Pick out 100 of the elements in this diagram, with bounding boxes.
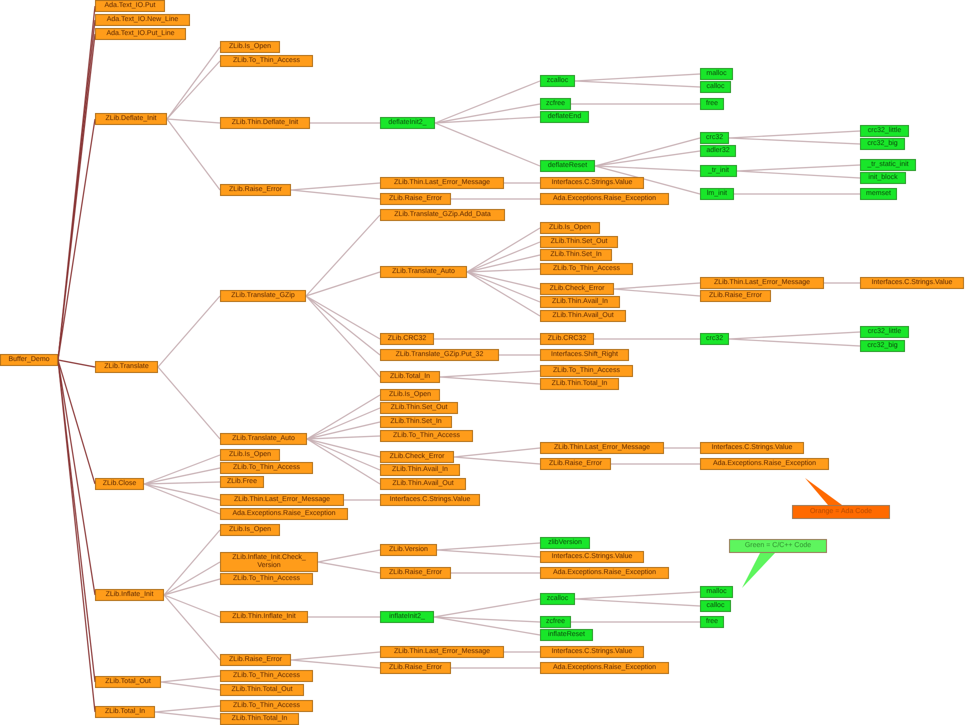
- connector-line: [166, 118, 220, 124]
- connector-line: [306, 394, 380, 440]
- connector-line: [164, 594, 220, 660]
- function-box: [540, 537, 590, 549]
- connector-line: [434, 80, 540, 124]
- function-box: [220, 524, 280, 536]
- function-box: [540, 296, 620, 308]
- function-box: [220, 573, 313, 585]
- connector-line: [144, 454, 220, 485]
- function-box: [220, 476, 264, 488]
- connector-line: [306, 214, 380, 296]
- connector-line: [434, 598, 540, 618]
- function-box: [700, 98, 724, 110]
- function-box: [540, 263, 633, 275]
- connector-line: [154, 711, 220, 720]
- connector-line: [499, 354, 540, 356]
- connector-line: [466, 271, 540, 317]
- connector-line: [160, 675, 220, 683]
- function-box: [540, 333, 594, 345]
- connector-line: [571, 103, 700, 105]
- function-box: [220, 41, 280, 53]
- connector-line: [158, 296, 220, 368]
- function-box: [700, 586, 733, 598]
- connector-line: [504, 182, 540, 184]
- connector-line: [434, 122, 540, 167]
- function-box: [380, 430, 473, 442]
- function-box: [540, 160, 595, 172]
- connector-line: [594, 165, 700, 172]
- connector-line: [306, 296, 380, 378]
- connector-line: [57, 360, 96, 484]
- function-box: [380, 662, 451, 674]
- function-box: [540, 365, 633, 377]
- function-box: [380, 193, 451, 205]
- function-box: [700, 188, 734, 200]
- function-box: [540, 616, 572, 628]
- connector-line: [434, 616, 540, 636]
- function-box: [380, 646, 504, 658]
- function-box: [95, 361, 158, 373]
- connector-line: [574, 598, 700, 607]
- connector-line: [736, 170, 860, 179]
- connector-line: [436, 549, 540, 558]
- connector-line: [451, 198, 540, 200]
- connector-line: [434, 116, 540, 124]
- function-box: [220, 713, 299, 725]
- connector-line: [164, 561, 220, 596]
- function-box: [220, 494, 344, 506]
- function-box: [700, 442, 804, 454]
- connector-line: [574, 80, 700, 88]
- function-box: [95, 0, 165, 12]
- connector-line: [144, 483, 220, 515]
- connector-line: [160, 681, 220, 691]
- function-box: [540, 593, 575, 605]
- function-box: [380, 567, 451, 579]
- connector-line: [306, 438, 380, 485]
- function-box: [540, 458, 611, 470]
- function-box: [380, 544, 437, 556]
- function-box: [540, 222, 600, 234]
- function-box: [860, 159, 916, 171]
- connector-line: [451, 667, 540, 669]
- function-box: [380, 333, 434, 345]
- function-box: [220, 462, 313, 474]
- function-box: [95, 478, 144, 490]
- function-box: [700, 165, 737, 177]
- connector-line: [451, 572, 540, 574]
- function-box: [380, 402, 458, 414]
- function-box: [700, 68, 733, 80]
- connector-line: [158, 366, 220, 440]
- function-box: [540, 75, 575, 87]
- connector-line: [166, 118, 220, 190]
- function-box: [540, 646, 644, 658]
- connector-line: [454, 456, 540, 465]
- function-box: [700, 290, 771, 302]
- function-box: [220, 684, 304, 696]
- function-box: [380, 416, 452, 428]
- connector-line: [308, 616, 380, 618]
- connector-line: [454, 447, 540, 458]
- connector-line: [594, 137, 700, 167]
- function-box: [380, 451, 454, 463]
- connector-line: [574, 591, 700, 600]
- connector-line: [466, 271, 540, 290]
- function-box: [540, 249, 612, 261]
- connector-line: [611, 463, 700, 465]
- function-box: [95, 589, 164, 601]
- function-box: [860, 326, 909, 338]
- function-box: [700, 600, 731, 612]
- connector-line: [466, 227, 540, 273]
- function-box: [540, 310, 626, 322]
- connector-line: [504, 651, 540, 653]
- connector-line: [440, 376, 540, 385]
- connector-line: [310, 122, 380, 124]
- connector-line: [290, 182, 380, 191]
- function-box: [540, 177, 644, 189]
- connector-line: [571, 621, 700, 623]
- connector-line: [614, 288, 700, 297]
- connector-line: [164, 578, 220, 596]
- function-box: [220, 552, 318, 572]
- connector-line: [614, 282, 700, 290]
- connector-line: [306, 296, 380, 356]
- function-box: [540, 193, 669, 205]
- function-box: [540, 236, 618, 248]
